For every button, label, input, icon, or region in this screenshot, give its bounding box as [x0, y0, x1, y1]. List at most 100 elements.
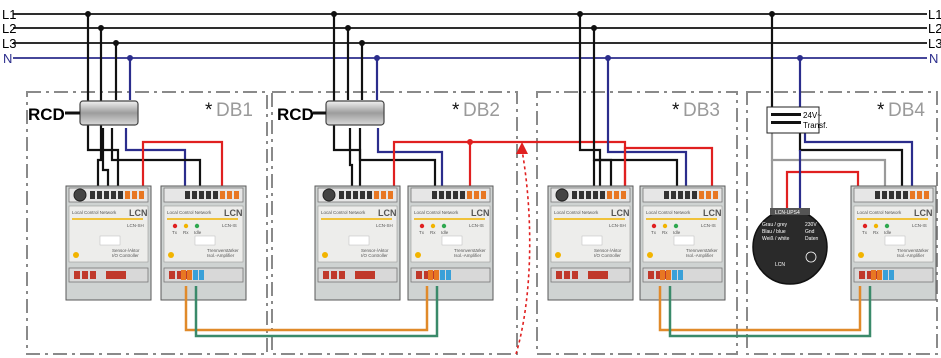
link-green-db3-db4 — [668, 286, 872, 338]
signal-arrow-head — [516, 142, 528, 154]
db2-module-is-led — [419, 223, 425, 229]
db1-outline — [26, 91, 268, 355]
db4-module-is-sub2: Isol.-Amplifier — [897, 253, 925, 258]
db4-module-is-led — [873, 223, 879, 229]
db2-module-sh-red-terminal — [331, 271, 337, 279]
db1-module-is-led-label: Idle — [194, 230, 202, 235]
db4-module-is-sun-icon — [858, 252, 864, 258]
db3-module-sh-front — [550, 205, 631, 263]
db1-module-sh-terminal — [104, 191, 109, 199]
db3-module-is-terminal — [678, 191, 683, 199]
db2-module-is-link-terminal — [434, 270, 439, 280]
db2-module-sh-logo: LCN — [378, 208, 397, 218]
db3-module-sh-red-terminal — [588, 271, 608, 279]
db1-module-is-terminal — [199, 191, 204, 199]
db1-junction-dots — [85, 11, 133, 61]
db1-module-sh-logo: LCN — [129, 208, 148, 218]
db4-module-is-led-label: Tx — [862, 230, 868, 235]
db3-module-sh-terminal — [572, 191, 577, 199]
db1-rcd-out-n — [124, 128, 187, 190]
signal-arrow-path — [515, 149, 531, 355]
bus-l3-label-right: L3 — [928, 36, 941, 51]
db2-module-sh-terminal — [360, 191, 365, 199]
db3-module-sh-knob — [555, 188, 569, 202]
db4-module-is-terminal — [889, 191, 894, 199]
db4-module-is-link-terminal — [877, 270, 882, 280]
db2-module-sh: Local Control Network LCN LCN-SH Sensor-/Ak… — [314, 185, 401, 301]
db2-module-sh-brand: Local Control Network — [321, 210, 366, 215]
db1-module-is-link-terminal — [199, 270, 204, 280]
db1-module-sh-red-terminal — [82, 271, 88, 279]
db3-module-is-link-terminal — [666, 270, 671, 280]
db2-module-sh-sub2: I/O Controller — [361, 253, 388, 258]
db3-module-sh-sub2: I/O Controller — [594, 253, 621, 258]
db3-star: * — [672, 100, 680, 121]
db2-module-sh-terminal — [339, 191, 344, 199]
db3-module-is-sub2: Isol.-Amplifier — [686, 253, 714, 258]
db4-outline — [746, 91, 938, 355]
db1-module-sh-red-terminal — [74, 271, 80, 279]
db4-module-is-terminal — [924, 191, 929, 199]
db2-module-is-led-label: Rx — [430, 230, 436, 235]
db3-module-sh-brand: Local Control Network — [554, 210, 599, 215]
db1-module-sh-red-terminal — [90, 271, 96, 279]
db2-module-sh-sun-icon — [322, 252, 328, 258]
db1-module-sh-terminal — [125, 191, 130, 199]
db3-outline — [536, 91, 738, 355]
db4-module-is-led — [862, 223, 868, 229]
db4-module-is-terminal — [896, 191, 901, 199]
link-orange-db1-db2 — [184, 286, 429, 332]
db1-module-sh-terminal — [97, 191, 102, 199]
transformer — [766, 106, 820, 134]
db1-module-is-terminal — [206, 191, 211, 199]
db2-rcd-out-l — [348, 128, 354, 190]
transformer-voltage: 24V~ — [803, 111, 822, 120]
db2-rcd-out-l2 — [358, 128, 437, 190]
db1-module-sh-sub1: Sensor-/Aktor — [112, 248, 140, 253]
db3-module-sh-terminal — [593, 191, 598, 199]
db3-module-is-terminal — [713, 191, 718, 199]
db2-module-is-link-terminal — [440, 270, 445, 280]
db3-module-is-red-terminal — [656, 271, 662, 279]
db2-module-is-sun-icon — [415, 252, 421, 258]
db4-module-is-terminal — [882, 191, 887, 199]
db3-module-is-led-label: Idle — [673, 230, 681, 235]
db2-module-is-terminal — [453, 191, 458, 199]
db2-module-is-led — [430, 223, 436, 229]
db1-module-sh-brand: Local Control Network — [72, 210, 117, 215]
db4-module-is-terminal — [917, 191, 922, 199]
lcn-modules: Local Control Network LCN LCN-SH Sensor-/Ak… — [65, 185, 937, 301]
db3-module-sh-red-terminal — [564, 271, 570, 279]
bus-l3-label-left: L3 — [2, 36, 16, 51]
db3-module-is-link-terminal — [672, 270, 677, 280]
data-junction-dot — [467, 139, 473, 145]
db3-module-sh-red-terminal — [556, 271, 562, 279]
db1-module-is-terminal — [234, 191, 239, 199]
db3-module-is-led-label: Rx — [662, 230, 668, 235]
db3-module-is-front — [642, 205, 723, 263]
rcd2 — [313, 100, 385, 126]
coupler-v2: Gnd — [805, 229, 815, 235]
db2-module-sh-sub1: Sensor-/Aktor — [361, 248, 389, 253]
db1-rcd-out-l2 — [110, 128, 202, 190]
db1-module-sh-terminal — [90, 191, 95, 199]
db3-data-wire — [623, 146, 714, 190]
db4-module-is-label-plate — [884, 235, 906, 246]
db3-module-is-terminal — [664, 191, 669, 199]
db2-module-sh-red-terminal — [339, 271, 345, 279]
bus-n-label-left: N — [3, 51, 12, 66]
db4-module-is-terminal — [903, 191, 908, 199]
db1-module-is-sub2: Isol.-Amplifier — [207, 253, 235, 258]
bus-n-label-right: N — [929, 51, 938, 66]
db2-module-is-link-terminal — [446, 270, 451, 280]
db1-module-sh-sub2: I/O Controller — [112, 253, 139, 258]
db2-module-sh-model: LCN-SH — [376, 223, 393, 228]
db3-module-sh-red-terminal — [572, 271, 578, 279]
db1-module-sh-red-terminal — [106, 271, 126, 279]
db4-data-wire — [785, 170, 860, 222]
bus-l2-label-left: L2 — [2, 21, 16, 36]
rcd1-label: RCD — [28, 105, 65, 124]
